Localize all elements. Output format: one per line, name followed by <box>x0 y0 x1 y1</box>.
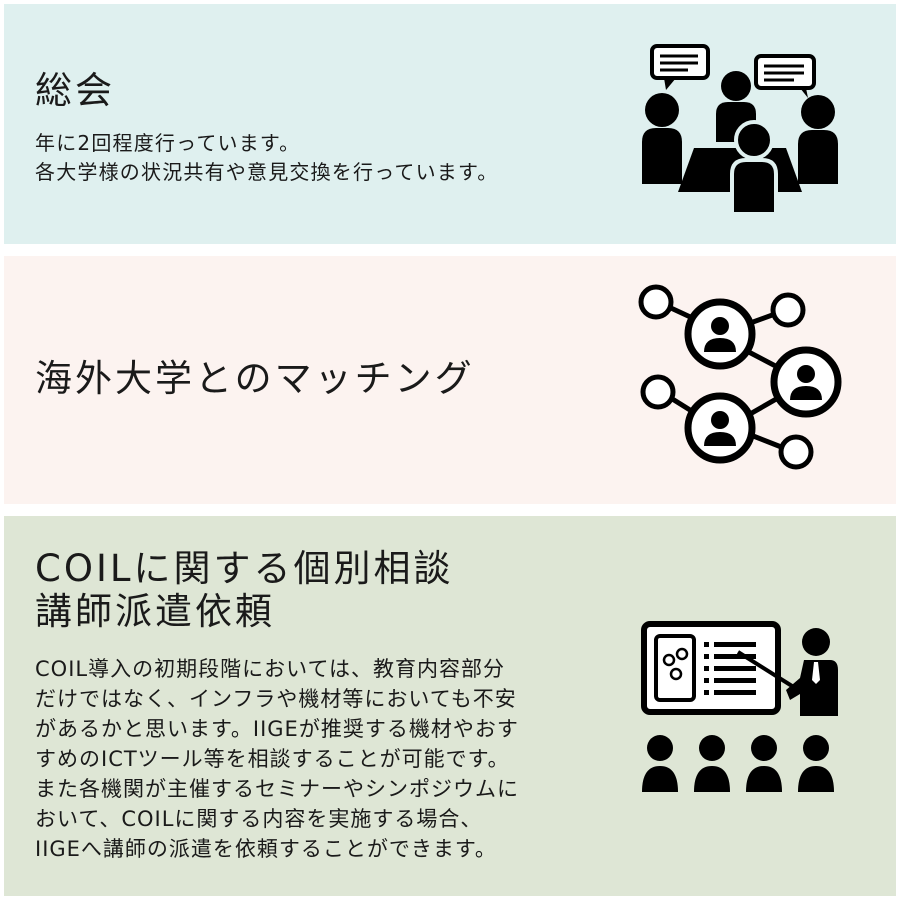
section-title: 総会 <box>35 69 115 112</box>
section-title: 海外大学とのマッチング <box>35 357 475 400</box>
description-line: おいて、COILに関する内容を実施する場合、 <box>35 807 483 831</box>
section-individual-consultation: COILに関する個別相談 講師派遣依頼 COIL導入の初期段階においては、教育内… <box>4 516 896 896</box>
section-description: COIL導入の初期段階においては、教育内容部分 だけではなく、インフラや機材等に… <box>35 654 519 864</box>
section-title: COILに関する個別相談 講師派遣依頼 <box>35 547 454 633</box>
network-matching-icon <box>638 284 842 470</box>
description-line: また各機関が主催するセミナーやシンポジウムに <box>35 777 519 801</box>
title-line: 講師派遣依頼 <box>35 589 275 633</box>
section-overseas-matching: 海外大学とのマッチング <box>4 256 896 504</box>
section-general-meeting: 総会 年に2回程度行っています。 各大学様の状況共有や意見交換を行っています。 <box>4 4 896 244</box>
description-line: だけではなく、インフラや機材等においても不安 <box>35 687 517 711</box>
title-line: COILに関する個別相談 <box>35 547 454 590</box>
description-line: 各大学様の状況共有や意見交換を行っています。 <box>35 160 499 184</box>
description-line: IIGEへ講師の派遣を依頼することができます。 <box>35 837 497 861</box>
meeting-discussion-icon <box>642 44 838 216</box>
description-line: すめのICTツール等を相談することが可能です。 <box>35 747 510 771</box>
lecturer-presentation-icon <box>641 621 838 792</box>
description-line: COIL導入の初期段階においては、教育内容部分 <box>35 657 506 681</box>
description-line: があるかと思います。IIGEが推奨する機材やおす <box>35 717 519 741</box>
description-line: 年に2回程度行っています。 <box>35 131 301 155</box>
section-description: 年に2回程度行っています。 各大学様の状況共有や意見交換を行っています。 <box>35 129 498 187</box>
